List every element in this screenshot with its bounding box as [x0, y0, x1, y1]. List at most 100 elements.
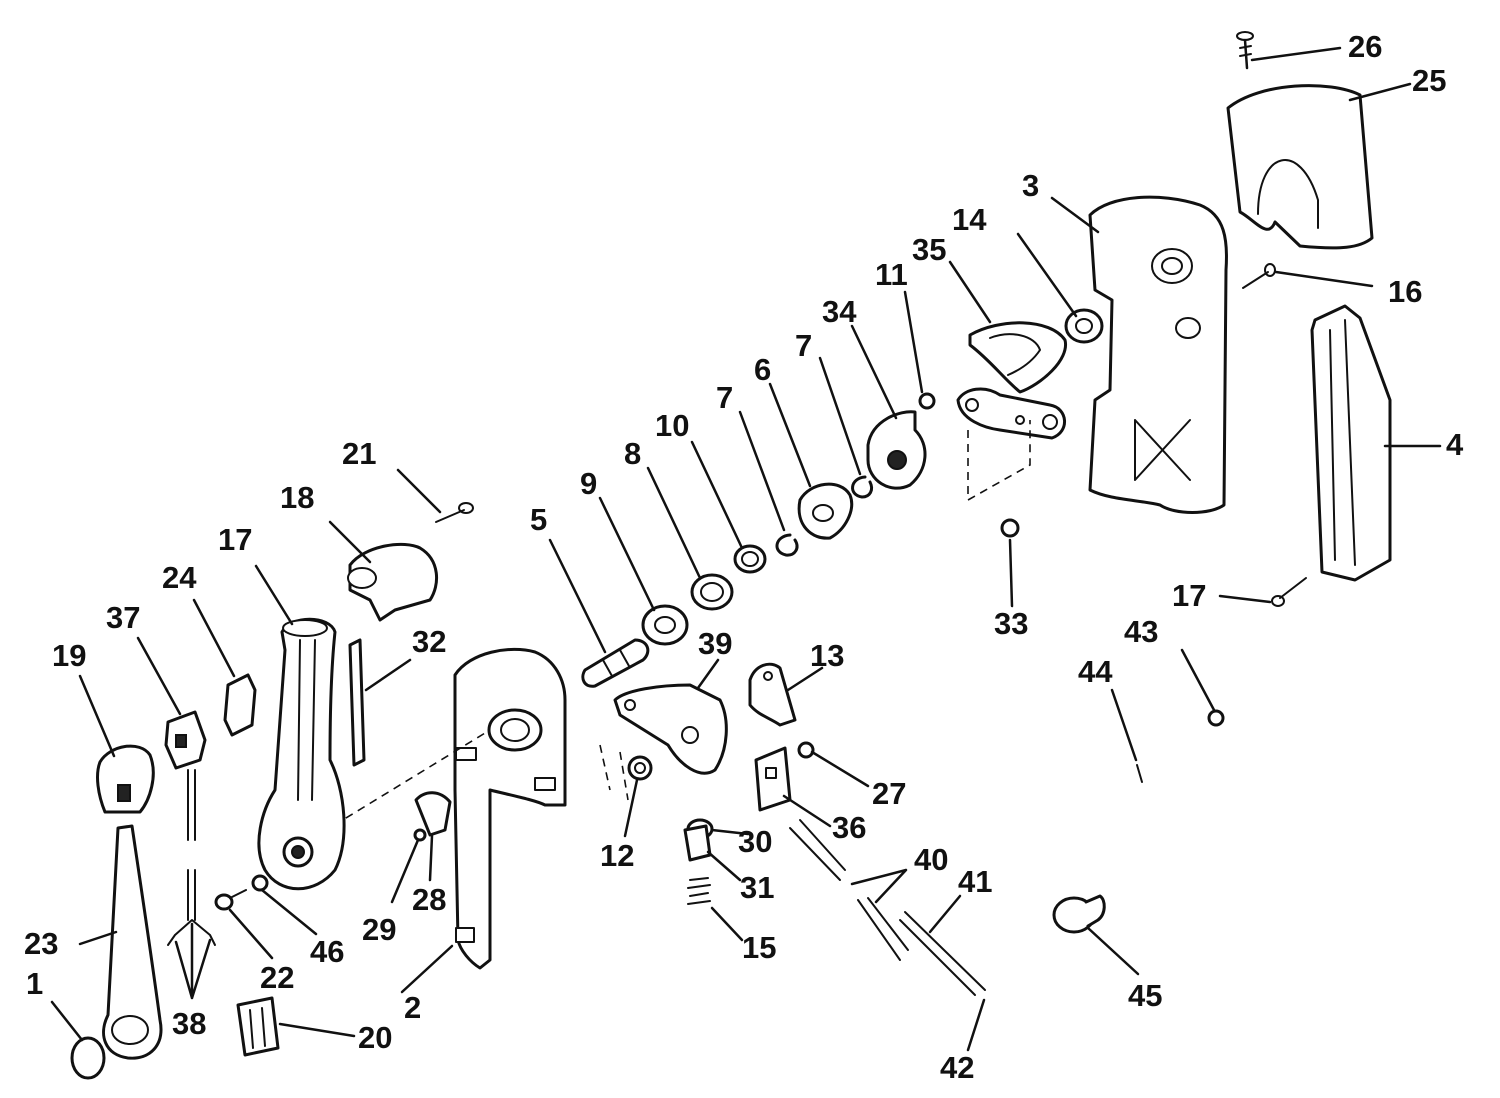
part-17-screw: [1271, 577, 1307, 607]
callout-38: 37: [106, 600, 140, 635]
callout-37: 36: [832, 810, 866, 845]
part-39-wires: [167, 769, 216, 946]
part-3-housing-plate: [1088, 195, 1228, 514]
part-7-retaining-ring-left: [775, 533, 799, 557]
part-47-washer: [251, 874, 269, 892]
callout-17: 17: [1172, 578, 1206, 613]
callout-12: 12: [600, 838, 634, 873]
callout-8: 8: [624, 436, 641, 471]
part-11-ring: [918, 392, 936, 410]
callout-39: 38: [172, 1006, 206, 1041]
part-7-retaining-ring-right: [851, 475, 874, 499]
assembly-line-link: [967, 420, 1031, 502]
part-12-washer: [627, 755, 653, 781]
callout-14: 14: [952, 202, 987, 237]
callout-36: 35: [912, 232, 946, 267]
part-29-bracket: [414, 791, 452, 837]
callout-29: 28: [412, 882, 446, 917]
callout-44: 43: [1124, 614, 1158, 649]
callout-28: 27: [872, 776, 906, 811]
part-34-nut: [1000, 518, 1020, 538]
callout-27: 26: [1348, 29, 1382, 64]
callout-43: 42: [940, 1050, 974, 1085]
part-40-cam: [613, 683, 728, 775]
callout-7-left: 7: [716, 380, 733, 415]
callout-25: 24: [162, 560, 197, 595]
part-26-cover: [1226, 84, 1374, 250]
callout-41: 40: [914, 842, 948, 877]
callout-21: 20: [358, 1020, 392, 1055]
callout-26: 25: [1412, 63, 1446, 98]
callout-42: 41: [958, 864, 992, 899]
callout-11: 11: [875, 257, 908, 292]
callout-30: 29: [362, 912, 396, 947]
callout-24: 23: [24, 926, 58, 961]
part-25-clip: [223, 673, 257, 737]
callout-4: 4: [1446, 427, 1464, 462]
part-33-strip: [348, 638, 366, 767]
part-4-side-cover: [1310, 304, 1392, 582]
callout-32: 31: [740, 870, 774, 905]
part-44-nut: [1207, 709, 1225, 727]
part-28-nut: [797, 741, 815, 759]
part-41-wires: [789, 819, 909, 961]
part-45-pin: [1136, 764, 1143, 783]
part-42-wire: [899, 911, 986, 996]
part-10-washer: [733, 544, 767, 574]
part-23-screw: [214, 889, 247, 911]
part-15-spring: [687, 877, 711, 905]
part-6-detent: [797, 482, 854, 540]
part-16-screw: [1242, 263, 1276, 289]
part-5-shaft: [581, 638, 650, 688]
part-30-nut: [413, 828, 427, 842]
part-1-button: [70, 1036, 106, 1080]
callout-20: 19: [52, 638, 86, 673]
part-20-knob-cap: [96, 744, 155, 814]
part-37-switch: [754, 746, 792, 812]
callout-labels: 26 25 3 14 35 11 34 7 6 7 10 8 9 5 16 4 …: [24, 29, 1464, 1085]
part-19-cover: [347, 542, 439, 622]
part-22-screw: [435, 502, 474, 523]
callout-47: 46: [310, 934, 344, 969]
callout-1: 1: [26, 966, 43, 1001]
callout-15: 15: [742, 930, 776, 965]
callout-19: 18: [280, 480, 314, 515]
leader-lines: [50, 46, 1442, 1052]
callout-33: 32: [412, 624, 446, 659]
callout-46: 45: [1128, 978, 1162, 1013]
callout-45: 44: [1078, 654, 1113, 689]
callout-13: 13: [810, 638, 844, 673]
callout-9: 9: [580, 466, 597, 501]
part-24-lever: [102, 824, 163, 1060]
part-9-bushing: [641, 604, 689, 646]
callout-22: 21: [342, 436, 376, 471]
callout-31: 30: [738, 824, 772, 859]
callout-2: 2: [404, 990, 421, 1025]
part-14-bushing: [1064, 308, 1104, 344]
part-2-housing: [453, 647, 567, 970]
part-35-cam-plate: [866, 410, 927, 490]
callout-23: 22: [260, 960, 294, 995]
assembly-line-housing: [599, 744, 629, 801]
callout-35: 34: [822, 294, 857, 329]
callout-40: 39: [698, 626, 732, 661]
callout-34: 33: [994, 606, 1028, 641]
callout-3: 3: [1022, 168, 1039, 203]
part-8-bushing: [690, 573, 734, 611]
part-27-screw: [1236, 31, 1254, 70]
part-32-plunger: [683, 824, 712, 862]
part-13-bracket: [748, 662, 797, 727]
part-46-knob: [1052, 894, 1106, 934]
callout-5: 5: [530, 502, 547, 537]
callout-6: 6: [754, 352, 771, 387]
callout-7-right: 7: [795, 328, 812, 363]
part-36-lever: [956, 321, 1067, 440]
callout-18: 17: [218, 522, 252, 557]
callout-16: 16: [1388, 274, 1422, 309]
part-38-switch: [164, 710, 207, 770]
callout-10: 10: [655, 408, 689, 443]
part-21-connector: [236, 996, 280, 1057]
part-18-handle: [257, 617, 346, 891]
